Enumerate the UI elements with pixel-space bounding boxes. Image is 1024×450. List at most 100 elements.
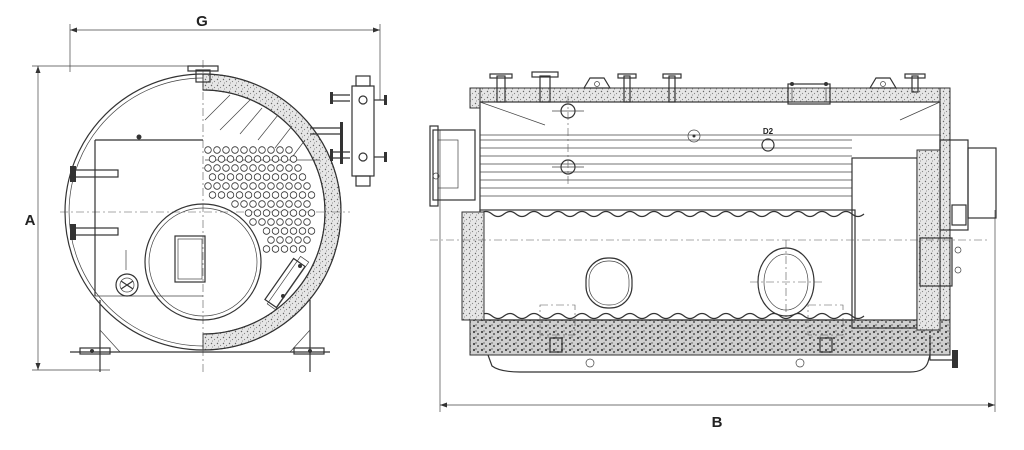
smoke-tubes xyxy=(480,139,852,197)
tube-hole xyxy=(262,245,271,253)
tube-bundle xyxy=(204,146,316,253)
tube-hole xyxy=(294,236,302,244)
tube-hole xyxy=(298,209,307,217)
nozzle-tag-d2: D2 xyxy=(763,127,774,136)
front-supports xyxy=(70,300,330,372)
tube-hole xyxy=(267,218,275,226)
tube-hole xyxy=(253,191,262,199)
front-view: G A xyxy=(25,13,387,372)
tube-hole xyxy=(289,245,298,253)
front-smokebox xyxy=(429,125,476,207)
side-piping xyxy=(310,75,387,187)
tube-hole xyxy=(217,191,226,199)
front-door xyxy=(70,134,203,297)
tube-hole xyxy=(294,218,302,226)
tube-hole xyxy=(267,200,275,208)
furnace-tube xyxy=(461,209,865,322)
tube-hole xyxy=(213,164,221,172)
tube-hole xyxy=(289,191,298,199)
tube-hole xyxy=(267,146,275,154)
tube-hole xyxy=(303,182,311,190)
tube-hole xyxy=(298,227,307,235)
tube-hole xyxy=(258,218,266,226)
tube-hole xyxy=(294,200,302,208)
tube-hole xyxy=(244,191,253,199)
tube-hole xyxy=(208,173,217,181)
tube-hole xyxy=(280,245,289,253)
top-insulation xyxy=(469,87,951,103)
internal-valves: D2 xyxy=(552,96,775,185)
tube-hole xyxy=(276,164,284,172)
tube-hole xyxy=(307,227,316,235)
tube-hole xyxy=(298,173,307,181)
tube-hole xyxy=(298,245,307,253)
tube-hole xyxy=(280,173,289,181)
tube-hole xyxy=(226,173,235,181)
tube-hole xyxy=(231,146,239,154)
tube-hole xyxy=(271,227,280,235)
tube-hole xyxy=(280,155,289,163)
tube-hole xyxy=(262,227,271,235)
tube-hole xyxy=(276,200,284,208)
tube-hole xyxy=(240,182,248,190)
tube-hole xyxy=(267,182,275,190)
tube-hole xyxy=(235,191,244,199)
tube-hole xyxy=(280,209,289,217)
tube-hole xyxy=(226,155,235,163)
tube-hole xyxy=(276,218,284,226)
tube-hole xyxy=(285,182,293,190)
tube-hole xyxy=(235,155,244,163)
tube-hole xyxy=(222,146,230,154)
tube-hole xyxy=(303,200,311,208)
tube-hole xyxy=(285,146,293,154)
tube-baffles xyxy=(204,94,320,161)
tube-hole xyxy=(271,155,280,163)
tube-hole xyxy=(258,182,266,190)
tube-hole xyxy=(298,191,307,199)
furnace xyxy=(144,203,262,321)
tube-hole xyxy=(262,191,271,199)
tube-hole xyxy=(262,173,271,181)
tube-hole xyxy=(249,164,257,172)
tube-hole xyxy=(303,236,311,244)
tube-hole xyxy=(249,200,257,208)
tube-hole xyxy=(244,155,253,163)
tube-hole xyxy=(271,209,280,217)
tube-hole xyxy=(213,182,221,190)
tube-hole xyxy=(235,173,244,181)
tube-hole xyxy=(276,236,284,244)
tube-hole xyxy=(240,164,248,172)
tube-hole xyxy=(240,146,248,154)
tube-hole xyxy=(271,173,280,181)
tube-hole xyxy=(244,209,253,217)
tube-hole xyxy=(258,146,266,154)
tube-hole xyxy=(231,164,239,172)
tube-hole xyxy=(204,182,212,190)
tube-hole xyxy=(307,209,316,217)
tube-hole xyxy=(258,200,266,208)
tube-hole xyxy=(213,146,221,154)
tube-hole xyxy=(303,218,311,226)
tube-hole xyxy=(258,164,266,172)
tube-hole xyxy=(204,164,212,172)
side-manhole xyxy=(264,255,310,311)
tube-hole xyxy=(208,191,217,199)
tube-hole xyxy=(217,173,226,181)
side-view: B xyxy=(429,71,997,431)
tube-hole xyxy=(280,191,289,199)
tube-hole xyxy=(253,173,262,181)
tube-hole xyxy=(249,146,257,154)
tube-hole xyxy=(276,182,284,190)
tube-hole xyxy=(289,155,298,163)
tube-hole xyxy=(231,182,239,190)
base-skid xyxy=(487,304,931,373)
bottom-insulation xyxy=(469,319,951,356)
tube-hole xyxy=(307,191,316,199)
tube-hole xyxy=(253,155,262,163)
tube-hole xyxy=(249,182,257,190)
tube-hole xyxy=(226,191,235,199)
tube-hole xyxy=(253,209,262,217)
dimension-b-label: B xyxy=(712,414,723,431)
tube-hole xyxy=(262,209,271,217)
